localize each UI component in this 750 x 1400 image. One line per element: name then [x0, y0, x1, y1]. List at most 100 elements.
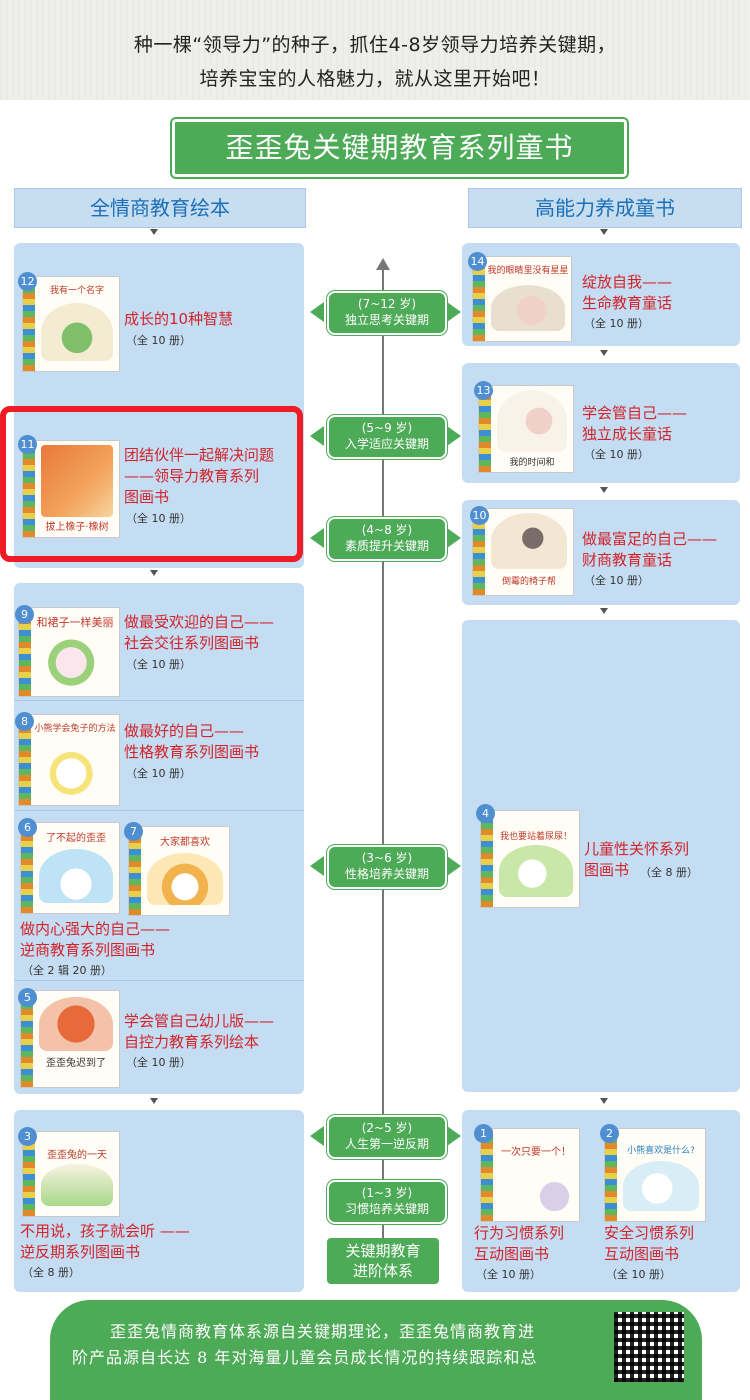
book-title: 做最好的自己—— — [124, 722, 245, 740]
arrow-left-icon — [310, 856, 324, 876]
book-title-line-2: 财商教育童话 — [582, 551, 673, 569]
book-number-badge: 14 — [468, 252, 487, 271]
cover-title: 小熊喜欢是什么? — [627, 1146, 695, 1156]
book-title: 绽放自我—— — [582, 273, 673, 291]
divider — [14, 700, 304, 701]
header-line-1: 种一棵“领导力”的种子，抓住4-8岁领导力培养关键期， — [133, 34, 617, 56]
book-cover-9[interactable]: 和裙子一样美丽 — [18, 607, 120, 697]
book-title-line-2: 逆商教育系列图画书 — [20, 941, 156, 959]
book-cover-5[interactable]: 歪歪兔迟到了 — [20, 990, 120, 1088]
book-title: 团结伙伴一起解决问题 — [124, 446, 275, 464]
arrow-left-icon — [310, 1126, 324, 1146]
cover-title: 我的眼睛里没有星星 — [487, 266, 569, 276]
stage-1-3[interactable]: (1~3 岁) 习惯培养关键期 — [327, 1180, 447, 1224]
selected-highlight — [0, 406, 303, 562]
book-cover-7[interactable]: 大家都喜欢 — [128, 826, 230, 916]
book-title: 成长的10种智慧 — [124, 310, 234, 328]
book-cover-10[interactable]: 倒霉的椅子帮 — [472, 508, 574, 596]
book-title: 不用说，孩子就会听 —— — [20, 1222, 190, 1240]
book-cover-14[interactable]: 我的眼睛里没有星星 — [472, 256, 572, 342]
book-count: （全 8 册） — [640, 866, 698, 879]
stage-2-5[interactable]: (2~5 岁) 人生第一逆反期 — [327, 1115, 447, 1159]
book-title-line-2: 性格教育系列图画书 — [124, 743, 260, 761]
stage-3-6[interactable]: (3~6 岁) 性格培养关键期 — [327, 845, 447, 889]
header-banner: 种一棵“领导力”的种子，抓住4-8岁领导力培养关键期， 培养宝宝的人格魅力，就从… — [0, 0, 750, 100]
base-line-2: 进阶体系 — [352, 1262, 413, 1280]
book-count: （全 10 册） — [126, 512, 191, 525]
arrow-down-icon — [150, 1098, 158, 1104]
cover-title: 拔上橡子·橡树 — [45, 522, 109, 533]
book-title: 做最富足的自己—— — [582, 530, 718, 548]
divider — [14, 980, 304, 981]
center-arrow-line — [382, 262, 384, 1262]
book-number-badge: 4 — [476, 804, 495, 823]
arrow-down-icon — [600, 487, 608, 493]
qr-code-icon[interactable] — [614, 1312, 684, 1382]
book-count: （全 10 册） — [584, 317, 649, 330]
arrow-down-icon — [600, 1098, 608, 1104]
stage-age: (4~8 岁) — [361, 523, 413, 537]
book-cover-1[interactable]: 一次只要一个！ — [480, 1128, 580, 1222]
header-line-2: 培养宝宝的人格魅力，就从这里开始吧！ — [199, 68, 551, 90]
book-cover-12[interactable]: 我有一个名字 — [22, 276, 120, 372]
stage-age: (3~6 岁) — [361, 851, 413, 865]
book-number-badge: 13 — [474, 381, 493, 400]
arrow-up-icon — [376, 258, 390, 270]
footer-line-1: 歪歪兔情商教育体系源自关键期理论，歪歪兔情商教育进 — [110, 1322, 536, 1341]
arrow-down-icon — [150, 570, 158, 576]
book-count: （全 10 册） — [584, 574, 649, 587]
stage-name: 入学适应关键期 — [344, 437, 429, 451]
right-column-heading: 高能力养成童书 — [468, 188, 742, 228]
book-title-line-2: 自控力教育系列绘本 — [124, 1033, 260, 1051]
arrow-right-icon — [447, 426, 461, 446]
cover-title: 我也要站着尿尿！ — [499, 832, 572, 842]
stage-name: 素质提升关键期 — [344, 539, 429, 553]
arrow-right-icon — [447, 1126, 461, 1146]
book-count: （全 10 册） — [606, 1268, 671, 1281]
cover-title: 歪歪兔迟到了 — [46, 1058, 106, 1069]
book-number-badge: 3 — [18, 1127, 37, 1146]
stage-7-12[interactable]: (7~12 岁) 独立思考关键期 — [327, 291, 447, 335]
book-number-badge: 1 — [474, 1124, 493, 1143]
stage-age: (1~3 岁) — [361, 1186, 413, 1200]
book-cover-8[interactable]: 小熊学会免子的方法 — [18, 714, 120, 806]
book-title-line-2: 生命教育童话 — [582, 294, 673, 312]
stage-age: (5~9 岁) — [361, 421, 413, 435]
arrow-down-icon — [600, 350, 608, 356]
stage-name: 独立思考关键期 — [344, 313, 429, 327]
cover-title: 小熊学会免子的方法 — [34, 724, 116, 734]
book-cover-11[interactable]: 拔上橡子·橡树 — [22, 440, 120, 538]
book-cover-2[interactable]: 小熊喜欢是什么? — [604, 1128, 706, 1222]
book-cover-13[interactable]: 我的时间和 — [478, 385, 574, 473]
book-number-badge: 5 — [18, 988, 37, 1007]
cover-title: 我有一个名字 — [49, 286, 104, 296]
book-title: 做最受欢迎的自己—— — [124, 613, 275, 631]
book-cover-3[interactable]: 歪歪兔的一天 — [22, 1131, 120, 1217]
book-cover-4[interactable]: 我也要站着尿尿！ — [480, 810, 580, 908]
arrow-down-icon — [600, 229, 608, 235]
book-count: （全 2 辑 20 册） — [22, 964, 112, 977]
stage-5-9[interactable]: (5~9 岁) 入学适应关键期 — [327, 415, 447, 459]
book-count: （全 10 册） — [584, 448, 649, 461]
cover-title: 一次只要一个！ — [501, 1147, 571, 1158]
book-number-badge: 2 — [600, 1124, 619, 1143]
book-title: 儿童性关怀系列 — [584, 840, 690, 858]
book-title-line-2: 社会交往系列图画书 — [124, 634, 260, 652]
book-count: （全 8 册） — [22, 1266, 80, 1279]
cover-title: 了不起的歪歪 — [46, 833, 106, 844]
book-title: 行为习惯系列 — [474, 1224, 565, 1242]
book-number-badge: 11 — [18, 435, 37, 454]
book-cover-6[interactable]: 了不起的歪歪 — [20, 822, 120, 914]
arrow-left-icon — [310, 302, 324, 322]
book-count: （全 10 册） — [126, 334, 191, 347]
arrow-right-icon — [447, 856, 461, 876]
arrow-right-icon — [447, 302, 461, 322]
arrow-down-icon — [600, 608, 608, 614]
book-title-line-2: 互动图画书 — [604, 1245, 680, 1263]
book-count: （全 10 册） — [126, 1056, 191, 1069]
stage-4-8[interactable]: (4~8 岁) 素质提升关键期 — [327, 517, 447, 561]
footer-description: 歪歪兔情商教育体系源自关键期理论，歪歪兔情商教育进 阶产品源自长达 8 年对海量… — [50, 1300, 702, 1400]
book-count: （全 10 册） — [126, 658, 191, 671]
stage-name: 人生第一逆反期 — [344, 1137, 429, 1151]
book-count: （全 10 册） — [476, 1268, 541, 1281]
